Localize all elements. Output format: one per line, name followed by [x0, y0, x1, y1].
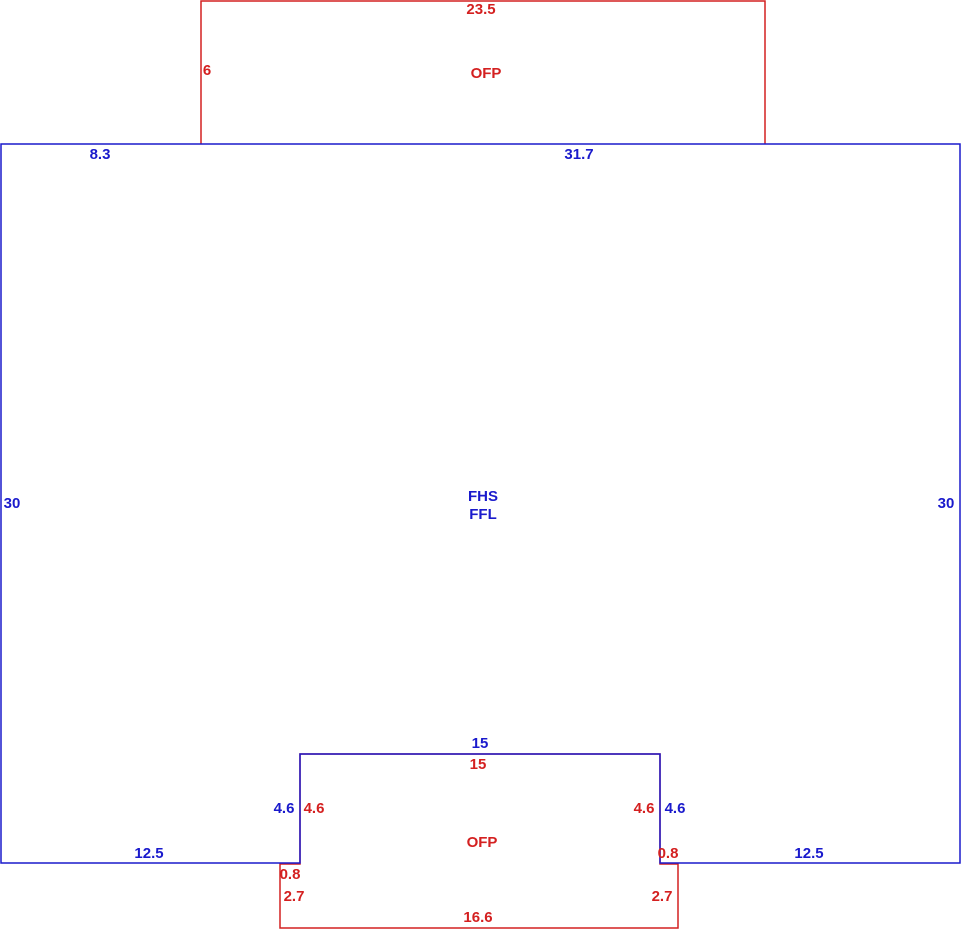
- dim-main-bottom-right: 12.5: [794, 845, 823, 862]
- top-porch-label: OFP: [471, 65, 502, 82]
- dim-bottom-porch-left-lower: 2.7: [284, 888, 305, 905]
- bottom-porch-label: OFP: [467, 834, 498, 851]
- dim-top-porch-left: 6: [203, 62, 211, 79]
- dim-main-top-left: 8.3: [90, 146, 111, 163]
- dim-notch-left-blue: 4.6: [274, 800, 295, 817]
- dim-bottom-porch-left-step: 0.8: [280, 866, 301, 883]
- dim-bottom-porch-bottom: 16.6: [463, 909, 492, 926]
- dim-bottom-porch-left-upper: 4.6: [304, 800, 325, 817]
- dim-main-right: 30: [938, 495, 955, 512]
- dim-bottom-porch-right-step: 0.8: [658, 845, 679, 862]
- dim-top-porch-top: 23.5: [466, 1, 495, 18]
- main-area-label-line2: FFL: [469, 506, 497, 523]
- main-area-label-line1: FHS: [468, 488, 498, 505]
- dim-bottom-porch-right-lower: 2.7: [652, 888, 673, 905]
- dim-main-left: 30: [4, 495, 21, 512]
- dim-main-top-right: 31.7: [564, 146, 593, 163]
- dim-notch-top-blue: 15: [472, 735, 489, 752]
- main-house-outline: [0, 143, 961, 864]
- dim-bottom-porch-right-upper: 4.6: [634, 800, 655, 817]
- dim-notch-right-blue: 4.6: [665, 800, 686, 817]
- dim-main-bottom-left: 12.5: [134, 845, 163, 862]
- dim-bottom-porch-top: 15: [470, 756, 487, 773]
- top-porch-outline: [200, 0, 766, 144]
